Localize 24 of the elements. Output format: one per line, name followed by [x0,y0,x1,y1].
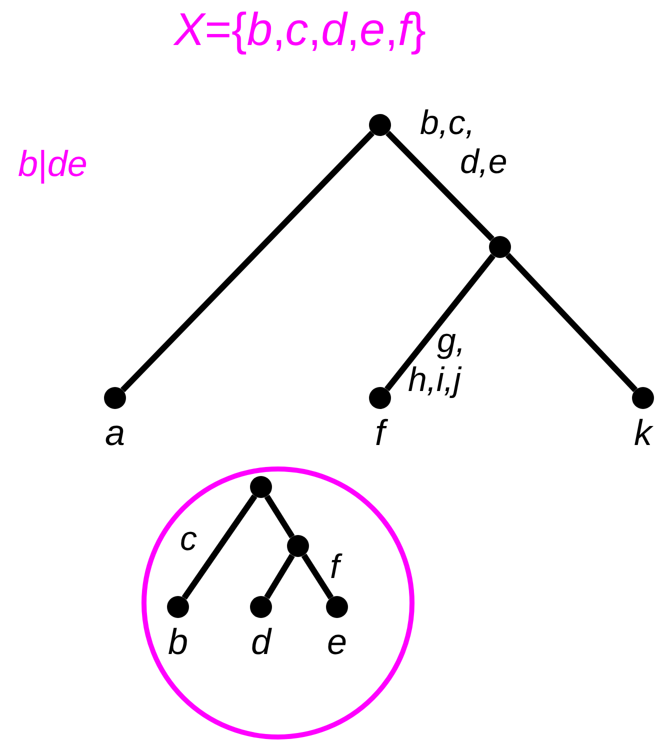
tree-branch [182,494,258,600]
title: X={b,c,d,e,f} [172,2,427,56]
tree-branch [384,254,496,392]
leaf-label: e [326,622,348,662]
leaf-label: d [250,622,272,662]
edge-label: b,c, d,e [420,104,508,182]
edge-label: f [330,548,370,588]
tree-node-dot [369,114,391,136]
tree-node-dot [250,476,272,498]
tree-node-dot [287,535,309,557]
set-split-label: b|de [18,143,88,185]
tree-branch [264,494,295,538]
tree-node-dot [489,236,511,258]
tree-branch [386,130,494,242]
tree-branch [301,554,334,600]
leaf-label: k [634,413,652,453]
leaf-label: b [168,622,188,662]
edge-label: c [180,520,198,560]
leaf-label: a [104,413,126,453]
tree-branch [505,252,638,392]
tree-branch [120,130,374,392]
tree-branch [264,554,295,600]
enclosing-circle [141,466,415,740]
edge-label: g, h,i,j [408,322,466,400]
